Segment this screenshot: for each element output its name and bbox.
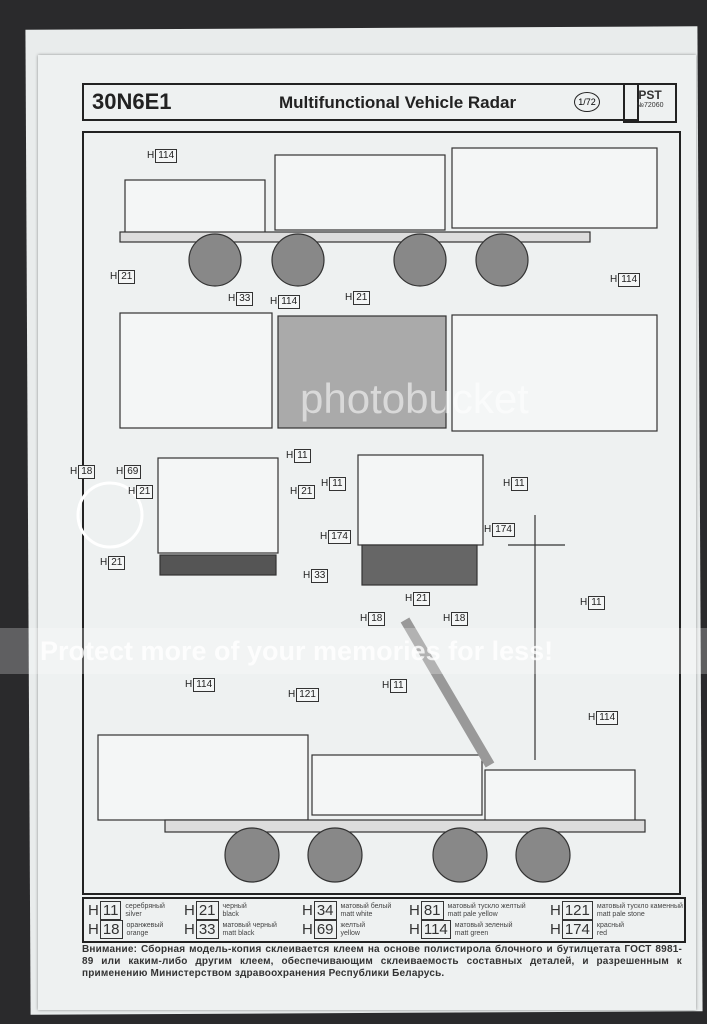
watermark-brand: photobucket [300,375,529,422]
front-view [76,457,279,576]
catalog-number: №72060 [636,102,664,109]
model-code: 30N6E1 [92,89,172,114]
rear-view [357,454,565,760]
side-view-bottom [97,617,646,883]
top-view [119,312,658,432]
drawing-frame [82,131,681,895]
warning-note: Внимание: Сборная модель-копия склеивает… [82,944,682,979]
watermark-slogan: Protect more of your memories for less! [40,636,554,666]
brand-logo: PST №72060 [623,83,677,123]
watermark-band [0,628,707,674]
model-title: Multifunctional Vehicle Radar [279,93,517,112]
header: 30N6E1 Multifunctional Vehicle Radar 1/7… [82,83,639,121]
scale-badge: 1/72 [574,92,600,112]
side-view-top [119,147,658,287]
